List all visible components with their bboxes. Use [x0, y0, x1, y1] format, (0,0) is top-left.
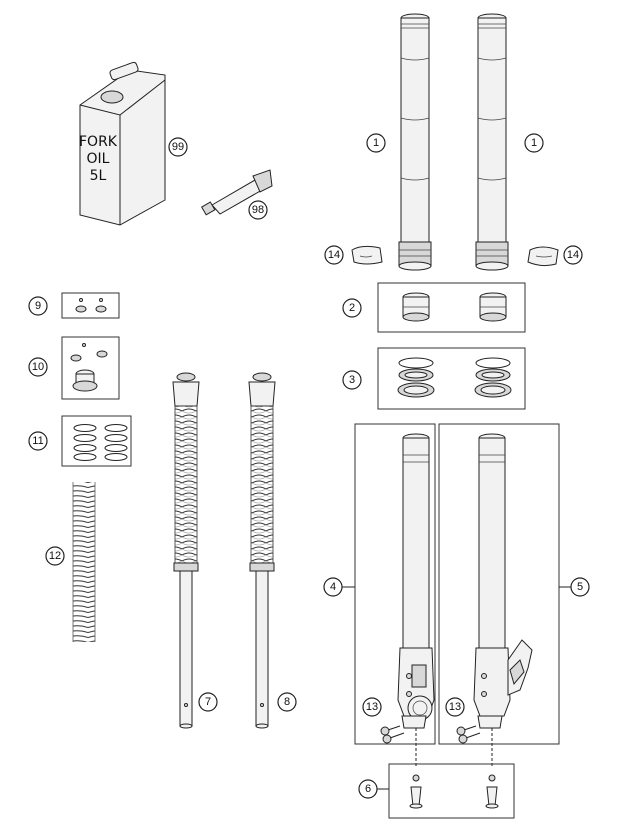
svg-text:10: 10 — [32, 361, 44, 373]
svg-text:14: 14 — [567, 249, 579, 261]
svg-text:6: 6 — [365, 783, 371, 795]
callout-9: 9 — [28, 296, 48, 316]
callout-4: 4 — [323, 577, 343, 597]
seal-rings-right — [474, 357, 512, 398]
can-label-line-2: OIL — [87, 151, 110, 167]
callout-2: 2 — [342, 298, 362, 318]
cartridge-left — [172, 372, 200, 729]
svg-text:2: 2 — [349, 302, 355, 314]
seal-ring-set-box — [377, 347, 526, 410]
clamp-left — [351, 245, 383, 265]
callout-8: 8 — [277, 692, 297, 712]
fork-oil-can: FORK OIL 5L — [79, 61, 166, 226]
svg-text:3: 3 — [349, 374, 355, 386]
seal-rings-left — [397, 357, 435, 398]
assembly-guide-lines — [415, 728, 493, 768]
o-ring-kit-box — [61, 415, 132, 467]
bushing-set-box — [377, 282, 526, 333]
callout-3: 3 — [342, 370, 362, 390]
svg-text:13: 13 — [449, 701, 461, 713]
svg-text:99: 99 — [172, 141, 184, 153]
callout-12: 12 — [45, 546, 65, 566]
callout-13-left: 13 — [362, 697, 382, 717]
screws-left — [380, 725, 405, 744]
svg-text:11: 11 — [32, 435, 43, 447]
fork-spring — [72, 482, 96, 642]
bushing-right — [479, 292, 507, 322]
callout-11: 11 — [28, 431, 48, 451]
svg-text:1: 1 — [373, 137, 379, 149]
callout-5: 5 — [570, 577, 590, 597]
o-ring-kit — [73, 424, 128, 461]
svg-text:13: 13 — [366, 701, 378, 713]
can-label-line-3: 5L — [90, 168, 107, 184]
svg-text:9: 9 — [35, 300, 41, 312]
small-parts-kit — [75, 298, 107, 313]
screw-cap-kit-box — [61, 336, 120, 400]
screw-set-box — [388, 763, 515, 819]
grease-tube — [200, 169, 273, 216]
callout-1-left: 1 — [366, 133, 386, 153]
callout-1-right: 1 — [524, 133, 544, 153]
can-label-line-1: FORK — [79, 134, 118, 150]
svg-text:12: 12 — [49, 550, 61, 562]
callout-13-right: 13 — [445, 697, 465, 717]
callout-99: 99 — [168, 137, 188, 157]
callout-10: 10 — [28, 357, 48, 377]
callout-98: 98 — [248, 200, 268, 220]
screw-set — [409, 774, 499, 809]
small-parts-kit-box — [61, 292, 120, 319]
svg-text:7: 7 — [205, 696, 211, 708]
svg-text:1: 1 — [531, 137, 537, 149]
cartridge-right — [248, 372, 276, 729]
outer-tube-right — [475, 13, 509, 271]
outer-tube-left — [398, 13, 432, 271]
svg-text:5: 5 — [577, 581, 583, 593]
inner-tube-left-box — [354, 423, 436, 745]
callout-7: 7 — [198, 692, 218, 712]
svg-text:98: 98 — [252, 204, 264, 216]
clamp-right — [527, 246, 559, 267]
bushing-left — [402, 292, 430, 322]
inner-tube-right-box — [438, 423, 560, 745]
svg-text:14: 14 — [328, 249, 340, 261]
svg-text:8: 8 — [284, 696, 290, 708]
screw-cap-kit — [70, 343, 108, 392]
inner-tube-left — [397, 433, 435, 729]
screws-right — [456, 725, 481, 744]
svg-text:4: 4 — [330, 581, 336, 593]
callout-14-left: 14 — [324, 245, 344, 265]
callout-14-right: 14 — [563, 245, 583, 265]
callout-6: 6 — [358, 779, 378, 799]
inner-tube-right — [473, 433, 533, 729]
